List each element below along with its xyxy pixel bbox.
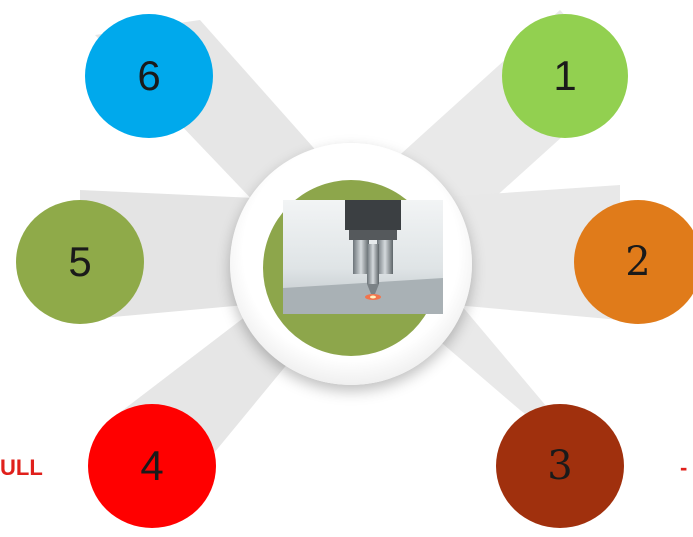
node-5-label: 5	[68, 238, 91, 286]
node-2: 2	[574, 200, 693, 324]
laser-head-illustration	[283, 200, 443, 314]
node-3-label: 3	[547, 443, 572, 489]
node-6: 6	[85, 14, 213, 138]
node-1-label: 1	[553, 52, 576, 100]
node-4: 4	[88, 404, 216, 528]
node-3: 3	[496, 404, 624, 528]
left-edge-text: ULL	[0, 455, 43, 481]
node-2-label: 2	[625, 239, 650, 285]
node-6-label: 6	[137, 52, 160, 100]
laser-cutting-photo	[283, 200, 443, 314]
node-1: 1	[502, 14, 628, 138]
node-4-label: 4	[140, 442, 163, 490]
node-5: 5	[16, 200, 144, 324]
right-edge-text: -	[680, 455, 687, 481]
